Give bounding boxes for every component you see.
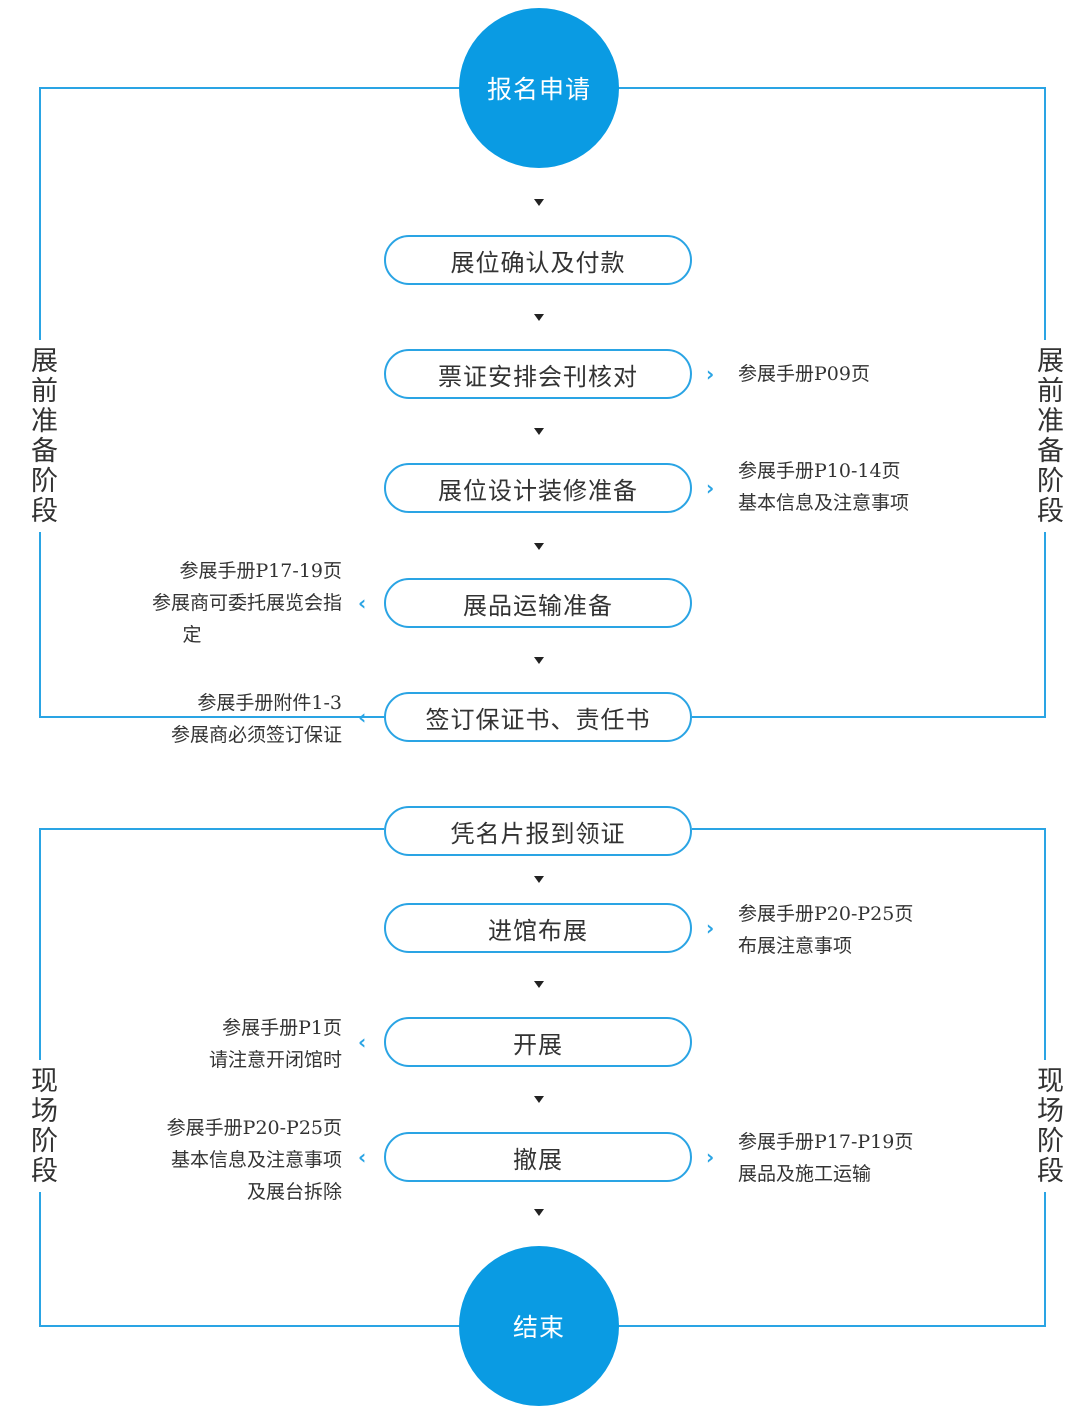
chevron-left-icon: ‹ <box>358 1030 367 1054</box>
stage-label-pre-left: 展前准备阶段 <box>22 340 61 532</box>
down-arrow-icon <box>534 1209 544 1216</box>
step-opening: 开展 <box>384 1017 692 1067</box>
chevron-right-icon: › <box>706 362 715 386</box>
note-step5-left: 参展手册附件1-3 参展商必须签订保证 <box>170 692 342 746</box>
down-arrow-icon <box>534 314 544 321</box>
end-node: 结束 <box>459 1246 619 1406</box>
step-booth-confirm-payment: 展位确认及付款 <box>384 235 692 285</box>
note-step9-right: 参展手册P17-P19页 展品及施工运输 <box>738 1131 914 1185</box>
step-registration: 凭名片报到领证 <box>384 806 692 856</box>
chevron-left-icon: ‹ <box>358 591 367 615</box>
step-dismantle: 撤展 <box>384 1132 692 1182</box>
down-arrow-icon <box>534 199 544 206</box>
down-arrow-icon <box>534 543 544 550</box>
note-step9-left: 参展手册P20-P25页 基本信息及注意事项 及展台拆除 <box>166 1117 342 1203</box>
stage-label-onsite-right: 现场阶段 <box>1028 1060 1067 1192</box>
down-arrow-icon <box>534 981 544 988</box>
step-booth-design: 展位设计装修准备 <box>384 463 692 513</box>
step-sign-guarantee: 签订保证书、责任书 <box>384 692 692 742</box>
step-move-in: 进馆布展 <box>384 903 692 953</box>
step-exhibit-shipping: 展品运输准备 <box>384 578 692 628</box>
down-arrow-icon <box>534 428 544 435</box>
chevron-left-icon: ‹ <box>358 1145 367 1169</box>
note-step2-right: 参展手册P09页 <box>738 363 870 385</box>
note-step3-right: 参展手册P10-14页 基本信息及注意事项 <box>738 460 910 514</box>
note-step7-right: 参展手册P20-P25页 布展注意事项 <box>738 903 914 957</box>
down-arrow-icon <box>534 876 544 883</box>
note-step8-left: 参展手册P1页 请注意开闭馆时 <box>208 1017 342 1071</box>
chevron-left-icon: ‹ <box>358 705 367 729</box>
chevron-right-icon: › <box>706 916 715 940</box>
step-tickets-catalog: 票证安排会刊核对 <box>384 349 692 399</box>
chevron-right-icon: › <box>706 476 715 500</box>
down-arrow-icon <box>534 1096 544 1103</box>
stage-label-pre-right: 展前准备阶段 <box>1028 340 1067 532</box>
start-node: 报名申请 <box>459 8 619 168</box>
down-arrow-icon <box>534 657 544 664</box>
note-step4-left: 参展手册P17-19页 参展商可委托展览会指 定 <box>151 560 342 646</box>
chevron-right-icon: › <box>706 1145 715 1169</box>
stage-label-onsite-left: 现场阶段 <box>22 1060 61 1192</box>
